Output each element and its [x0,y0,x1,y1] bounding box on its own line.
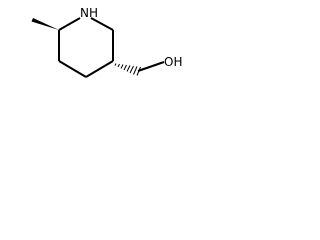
hashed-bond-hydroxymethyl [114,63,141,76]
bond-c4-c3 [58,60,87,78]
molecular-structure: N H OH [31,6,182,78]
bond-c5-c4 [85,60,114,78]
bond-c2-n1 [58,17,81,31]
nitrogen-label: N [80,6,89,20]
nitrogen-hydrogen-label: H [89,6,98,20]
hydroxyl-label: OH [164,55,182,69]
wedge-bond-methyl [31,18,59,30]
bond-ch2-oh [137,61,165,72]
bond-n1-c6 [90,17,114,31]
